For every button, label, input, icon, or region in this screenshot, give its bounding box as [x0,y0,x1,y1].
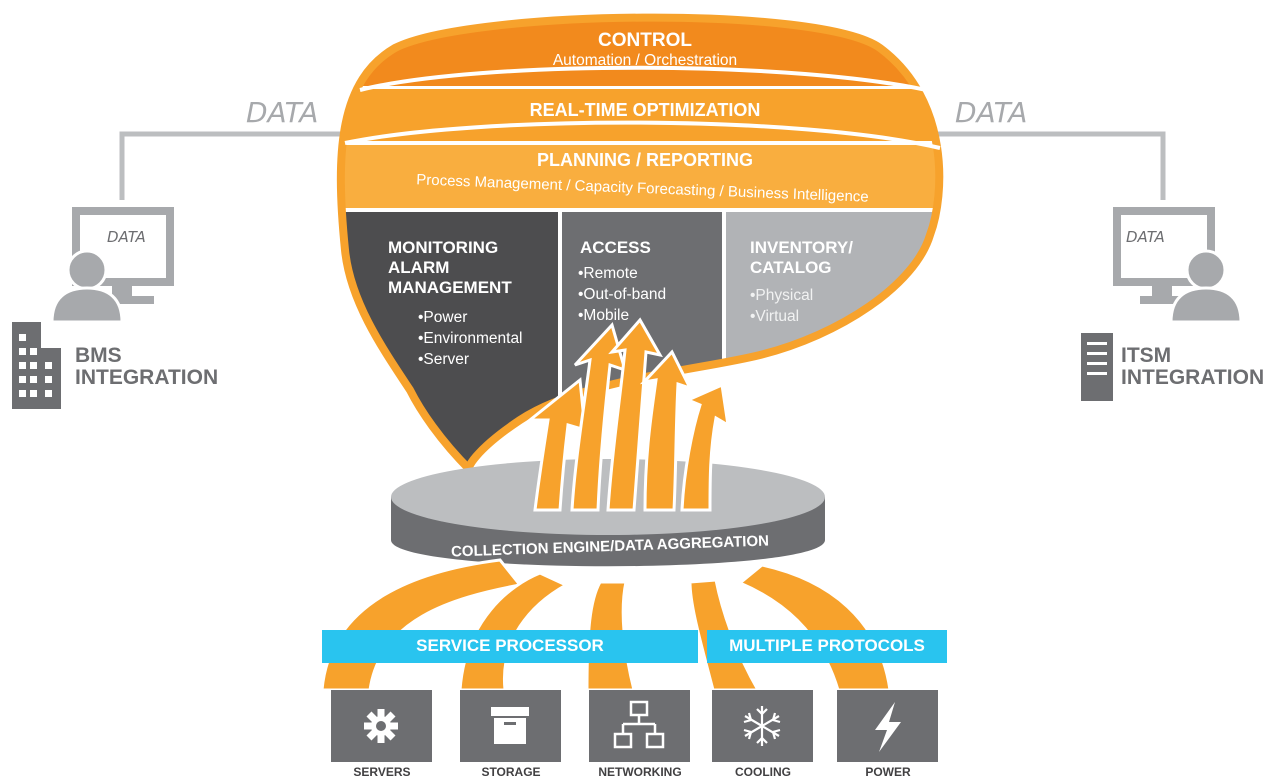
power-label: POWER [865,765,911,779]
storage-box-icon [491,707,529,744]
bms-screen-label: DATA [107,228,146,246]
left-connection-line [119,131,360,200]
bms-integration-label: BMS INTEGRATION [75,344,219,389]
cooling-tile [712,690,813,762]
inventory-bullet-virtual: •Virtual [750,308,800,325]
itsm-screen-label: DATA [1126,228,1165,246]
left-data-label: DATA [246,96,319,129]
power-tile [837,690,938,762]
right-data-label: DATA [955,96,1028,129]
network-icon [613,700,665,749]
cooling-label: COOLING [735,765,791,779]
data-flow-arrows-up [525,317,730,512]
snowflake-icon [743,706,781,746]
servers-tile [331,690,432,762]
gear-icon [364,709,398,743]
inventory-title-line-1: INVENTORY/ [750,238,853,257]
service-processor-bar: SERVICE PROCESSOR [322,630,698,663]
monitoring-bullet-server: •Server [418,351,470,368]
planning-title: PLANNING / REPORTING [536,150,753,170]
monitoring-title-line-1: MONITORING [388,238,499,257]
control-title: CONTROL [598,30,692,51]
server-rack-icon [1081,333,1113,401]
monitoring-bullet-environmental: •Environmental [418,330,523,347]
monitoring-bullets: •Power •Environmental •Server [418,307,523,370]
inventory-bullet-physical: •Physical [750,287,814,304]
storage-label: STORAGE [481,765,541,779]
multiple-protocols-bar: MULTIPLE PROTOCOLS [707,630,947,663]
storage-tile [460,690,561,762]
realtime-title: REAL-TIME OPTIMIZATION [529,100,761,120]
monitoring-title-line-3: MANAGEMENT [388,278,512,297]
access-bullet-mobile: •Mobile [578,307,630,324]
networking-label: NETWORKING [598,765,682,779]
planning-layer [340,145,940,208]
inventory-title-line-2: CATALOG [750,258,832,277]
monitoring-bullet-power: •Power [418,309,468,326]
access-bullets: •Remote •Out-of-band •Mobile [578,263,666,326]
inventory-bullets: •Physical •Virtual [750,285,813,327]
access-bullet-remote: •Remote [578,265,638,282]
building-icon [12,322,61,409]
bms-computer-icon [72,207,174,304]
itsm-user-icon [1169,249,1243,324]
access-title: ACCESS [580,238,651,257]
lightning-icon [875,702,901,752]
control-subtitle: Automation / Orchestration [552,52,738,69]
networking-tile [589,690,690,762]
inventory-title: INVENTORY/ CATALOG [750,238,853,278]
monitoring-title-line-2: ALARM [388,258,450,277]
bms-user-icon [50,249,124,324]
itsm-integration-label: ITSM INTEGRATION [1121,344,1265,389]
servers-label: SERVERS [353,765,411,779]
right-connection-line [930,131,1166,200]
data-flow-arrows-bottom [320,558,892,692]
monitoring-title: MONITORING ALARM MANAGEMENT [388,238,512,298]
access-bullet-out-of-band: •Out-of-band [578,286,667,303]
